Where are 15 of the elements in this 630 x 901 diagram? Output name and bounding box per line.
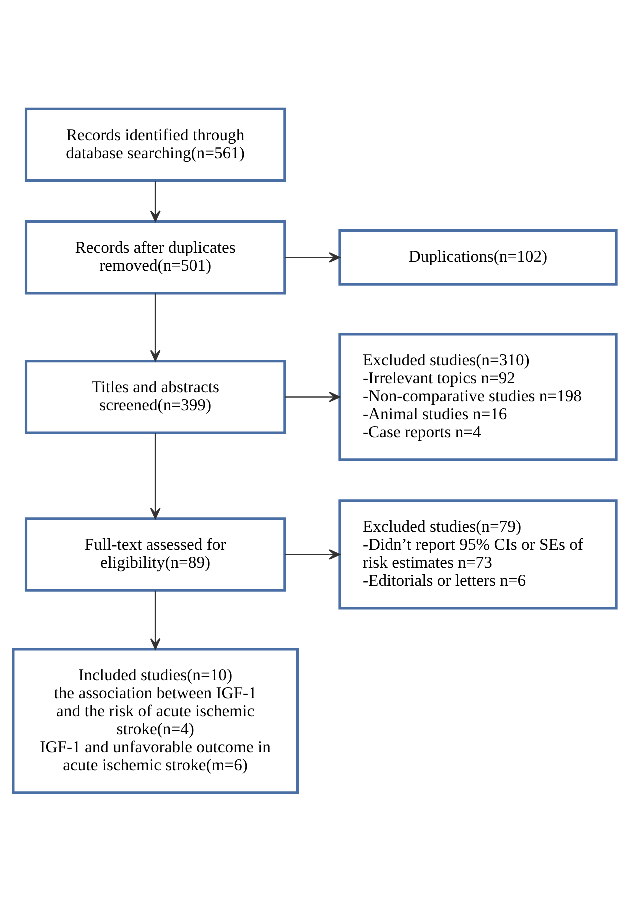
node-box: Excluded studies(n=79) -Didn’t report 95% CIs or SEs of risk estimates n=73 -Editorials or letters n=6 bbox=[338, 499, 618, 610]
arrow bbox=[284, 391, 340, 402]
arrow bbox=[150, 180, 161, 222]
node-box: Titles and abstracts screened(n=399) bbox=[24, 360, 286, 434]
arrow bbox=[150, 432, 161, 519]
arrow bbox=[150, 590, 161, 650]
node-box: Full-text assessed for eligibility(n=89) bbox=[24, 517, 286, 592]
node-box: Excluded studies(n=310) -Irrelevant topics n=92 -Non-comparative studies n=198 -Animal studies n=16 -Case reports n=4 bbox=[338, 332, 618, 461]
node-box: Records identified through database searching(n=561) bbox=[24, 107, 286, 182]
arrow bbox=[284, 252, 340, 262]
arrow bbox=[150, 293, 161, 362]
node-box: Duplications(n=102) bbox=[338, 228, 618, 286]
node-box: Records after duplicates removed(n=501) bbox=[24, 220, 286, 294]
node-box: Included studies(n=10) the association between IGF-1 and the risk of acute ischemic stroke(n=4) IGF-1 and unfavorable outcome in acute ischemic stroke(m=6) bbox=[12, 648, 299, 794]
arrow bbox=[284, 548, 340, 560]
